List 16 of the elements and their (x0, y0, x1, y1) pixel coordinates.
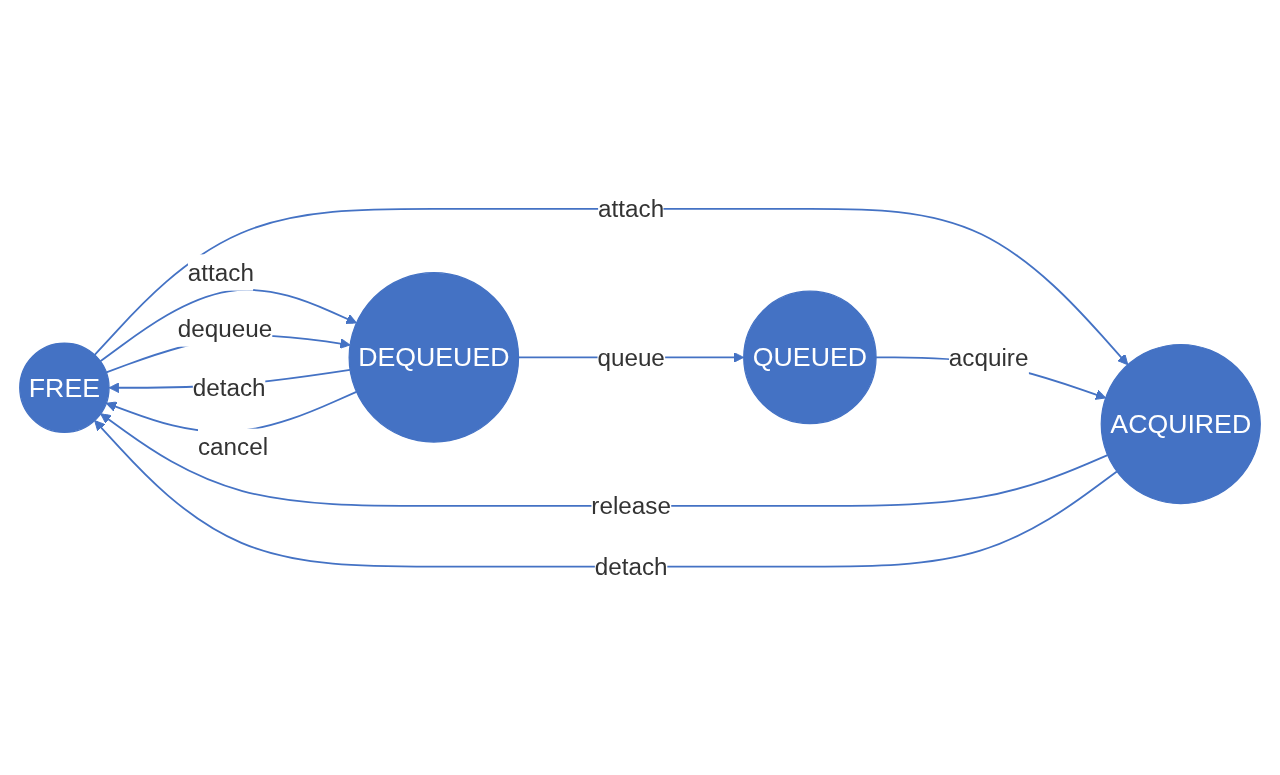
edge-label: dequeue (177, 314, 273, 342)
node-circle: QUEUED (743, 290, 877, 424)
edge-label: attach (598, 195, 665, 223)
arrow (100, 413, 1109, 507)
edge-label: acquire (948, 343, 1029, 371)
edge-label: detach (594, 552, 668, 580)
edge-label: release (591, 492, 671, 520)
edge-label: attach (187, 258, 254, 286)
edge-label: cancel (197, 433, 269, 460)
edge-label: detach (192, 374, 266, 401)
arrow (94, 419, 1118, 568)
edge-label: queue (597, 343, 665, 371)
node-circle: FREE (19, 342, 110, 433)
node-circle: ACQUIRED (1100, 343, 1261, 504)
node-circle: DEQUEUED (348, 271, 520, 443)
arrow (99, 288, 357, 362)
